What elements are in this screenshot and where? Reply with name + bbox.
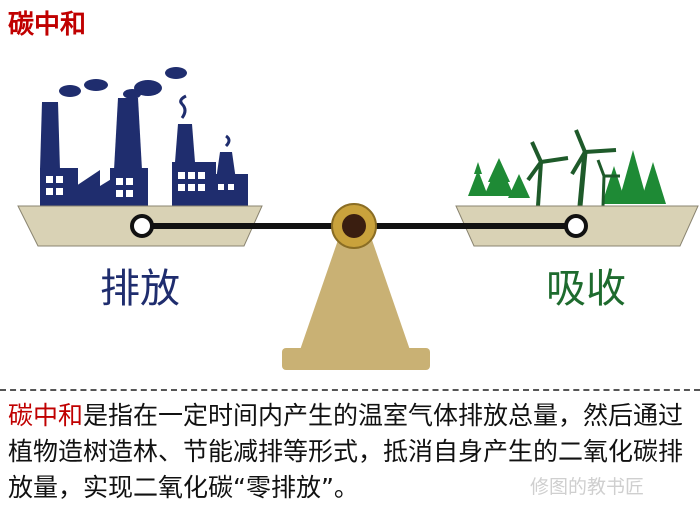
factory-windows	[46, 172, 234, 197]
balance-base	[282, 348, 430, 370]
left-pivot	[130, 214, 154, 238]
forest-icon	[468, 150, 666, 204]
right-pivot	[564, 214, 588, 238]
description-paragraph: 碳中和是指在一定时间内产生的温室气体排放总量，然后通过植物造树造林、节能减排等形…	[8, 398, 694, 506]
factory-icon	[40, 67, 248, 206]
description-keyword: 碳中和	[8, 401, 84, 430]
page-title: 碳中和	[8, 10, 87, 40]
absorption-label: 吸收	[546, 266, 626, 312]
emission-label: 排放	[100, 266, 180, 312]
watermark: 修图的教书匠	[530, 476, 645, 498]
balance-illustration	[17, 67, 699, 370]
dashed-divider	[0, 389, 700, 391]
wind-turbine-icon	[526, 129, 620, 207]
description-text: 是指在一定时间内产生的温室气体排放总量，然后通过植物造树造林、节能减排等形式，抵…	[8, 401, 684, 502]
balance-stand	[300, 240, 410, 350]
